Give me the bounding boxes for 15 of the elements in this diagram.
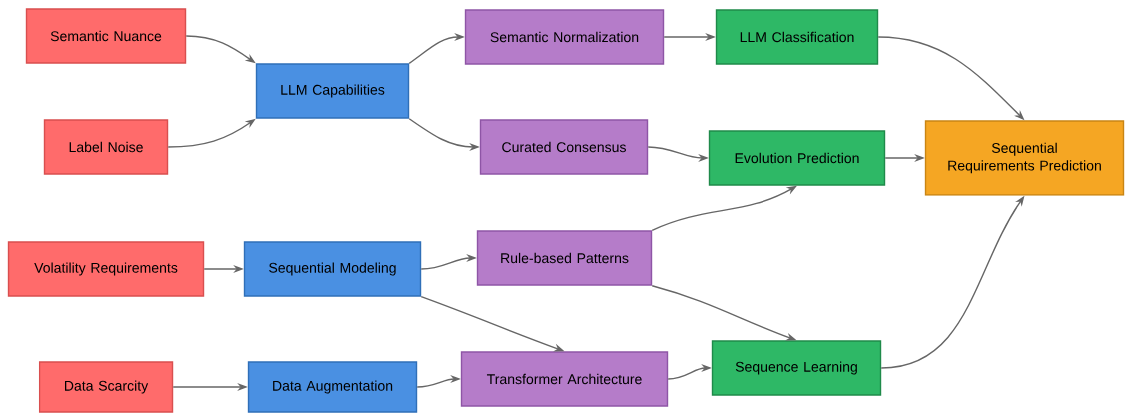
- approach-box: LLM Capabilities: [255, 63, 410, 119]
- result-box: Sequence Learning: [711, 340, 882, 396]
- result-box: Evolution Prediction: [708, 130, 886, 186]
- method-box: Curated Consensus: [479, 119, 649, 175]
- result-box: LLM Classification: [715, 9, 879, 65]
- goal-box: Sequential Requirements Prediction: [924, 120, 1125, 196]
- challenge-box: Label Noise: [43, 119, 169, 175]
- challenge-box: Semantic Nuance: [25, 8, 187, 64]
- challenge-box: Data Scarcity: [38, 361, 174, 413]
- challenge-box: Volatility Requirements: [7, 241, 205, 297]
- approach-box: Data Augmentation: [247, 361, 418, 413]
- method-box: Transformer Architecture: [460, 351, 669, 407]
- method-box: Rule-based Patterns: [476, 230, 653, 286]
- approach-box: Sequential Modeling: [243, 241, 422, 297]
- method-box: Semantic Normalization: [464, 9, 665, 65]
